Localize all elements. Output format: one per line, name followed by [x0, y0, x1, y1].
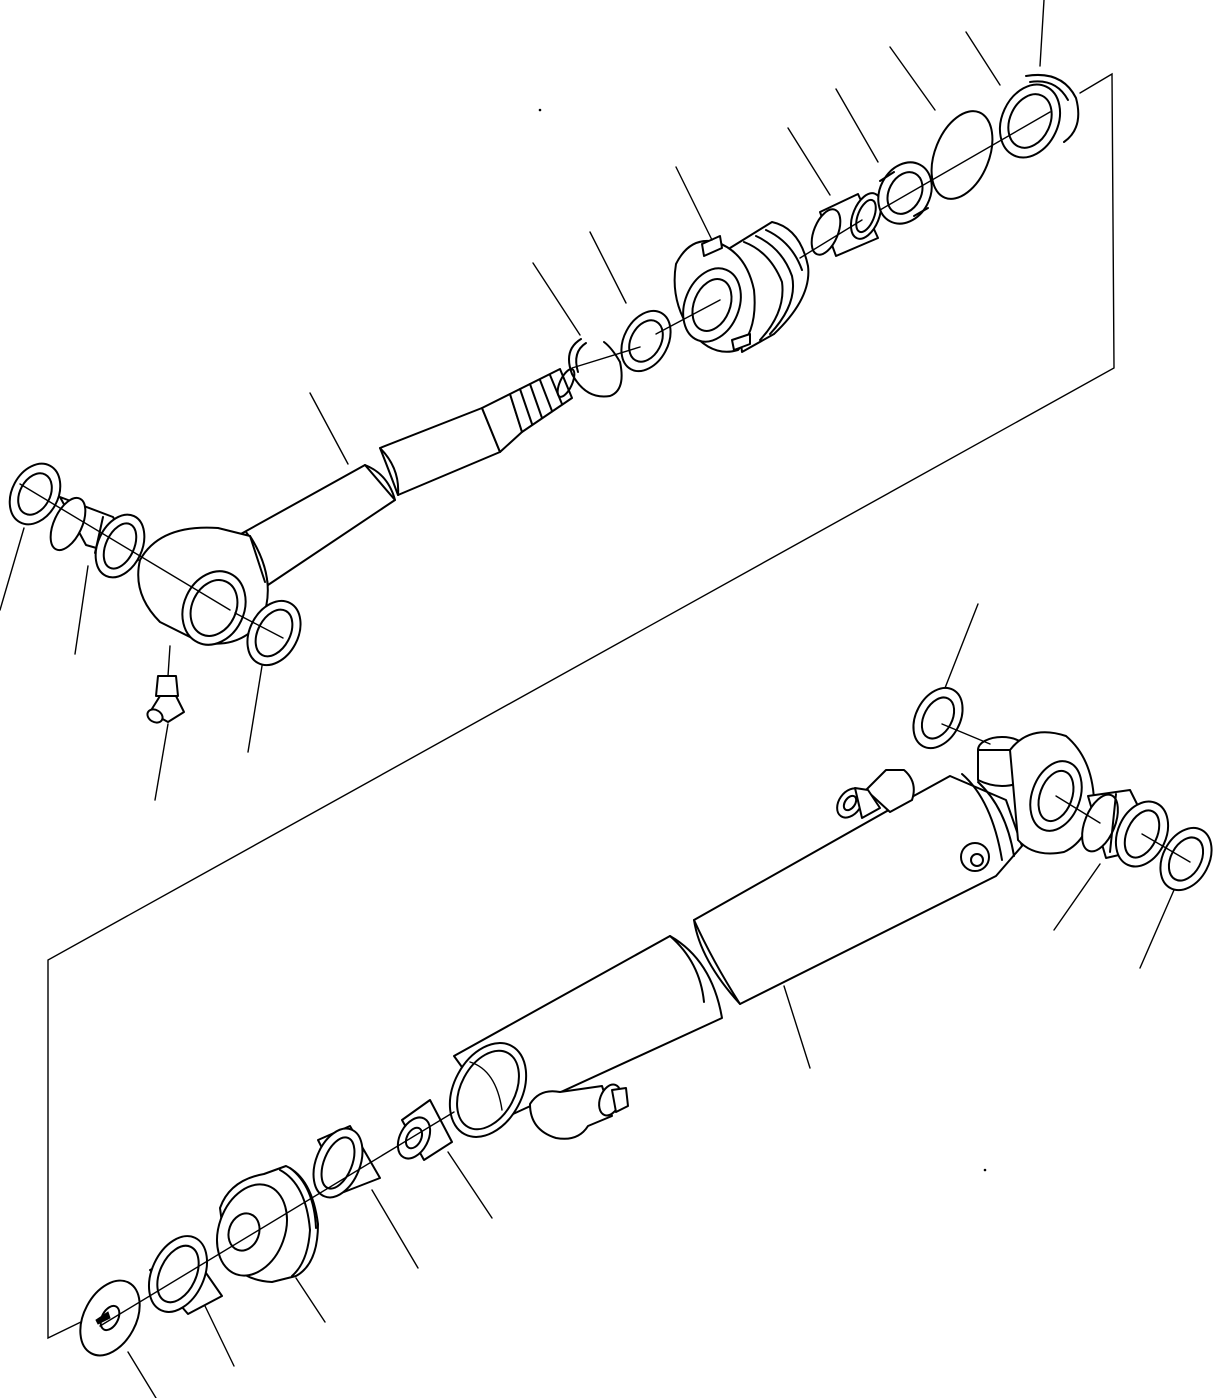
wiper-ring [1025, 74, 1080, 143]
piston-rod [229, 368, 576, 586]
tube-assembly-centerline [99, 723, 1191, 1327]
tube-assembly-leaders [127, 603, 1175, 1398]
rod-assembly-leaders [0, 0, 1045, 801]
piston-rod-assembly [0, 0, 1080, 801]
grease-fitting [146, 645, 185, 724]
cylinder-tube-assembly [79, 603, 1213, 1398]
rod-seal-ring [620, 309, 672, 373]
rod-snap-ring [568, 338, 623, 398]
bottom-dust-seal [912, 686, 964, 750]
tube-elbow-fitting [529, 1083, 629, 1140]
rod-packing [877, 161, 933, 225]
piston-wear-ring [147, 1235, 223, 1315]
rod-assembly-centerline [19, 111, 1051, 639]
backup-ring [998, 83, 1062, 159]
rod-eye [137, 526, 269, 646]
assembly-boundary-lines [47, 72, 1115, 1340]
cylinder-head [673, 221, 810, 353]
piston [216, 1165, 319, 1283]
head-o-ring [930, 110, 994, 200]
piston-nut [95, 1311, 111, 1325]
cushion-collar [396, 1099, 453, 1161]
scan-specks [538, 108, 987, 1172]
cylinder-tube [448, 769, 1023, 1138]
head-bushing [810, 192, 883, 257]
